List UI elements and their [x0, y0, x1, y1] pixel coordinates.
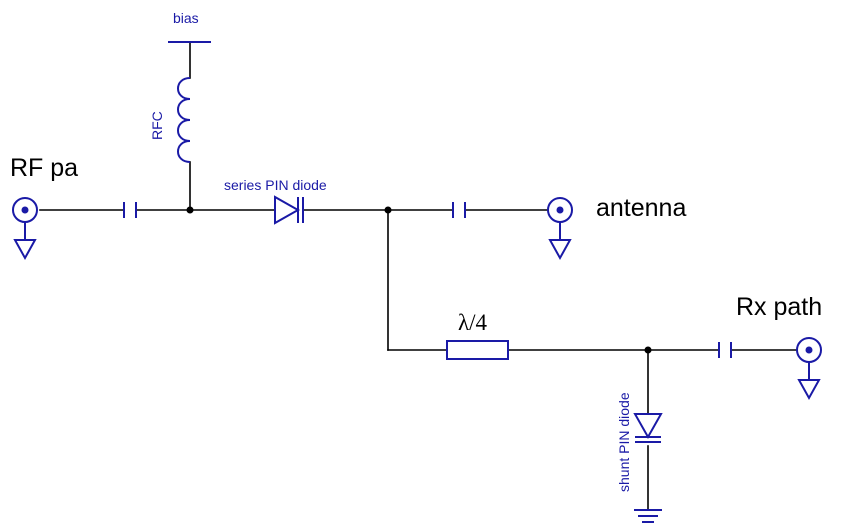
rf-pa-port: [12, 197, 38, 261]
junction-dot-1: [186, 206, 194, 214]
shunt-pin-diode: [633, 413, 663, 443]
label-bias: bias: [173, 10, 199, 26]
ground-icon: [634, 509, 662, 523]
antenna-port: [547, 197, 573, 261]
label-rf-pa: RF pa: [10, 154, 78, 182]
label-antenna: antenna: [596, 194, 686, 222]
rx-path-port: [796, 337, 822, 401]
junction-dot-3: [644, 346, 652, 354]
rfc-inductor: [177, 77, 191, 163]
coupling-capacitor-3: [718, 342, 732, 358]
label-shunt-pin-diode: shunt PIN diode: [616, 392, 632, 492]
label-rfc: RFC: [149, 111, 165, 140]
label-quarter-wave: λ/4: [458, 310, 488, 335]
coupling-capacitor-2: [452, 202, 466, 218]
label-rx-path: Rx path: [736, 293, 822, 321]
label-series-pin-diode: series PIN diode: [224, 177, 327, 193]
quarter-wave-line: [446, 340, 509, 360]
wires: [39, 41, 798, 511]
coupling-capacitor-1: [123, 202, 137, 218]
series-pin-diode: [274, 195, 304, 225]
junction-dot-2: [384, 206, 392, 214]
